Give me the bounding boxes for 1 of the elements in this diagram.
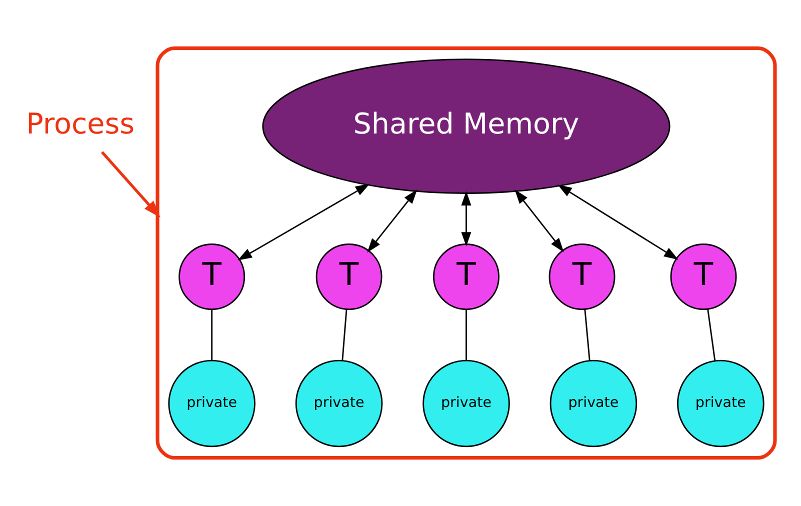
node-text: Process <box>26 106 135 140</box>
